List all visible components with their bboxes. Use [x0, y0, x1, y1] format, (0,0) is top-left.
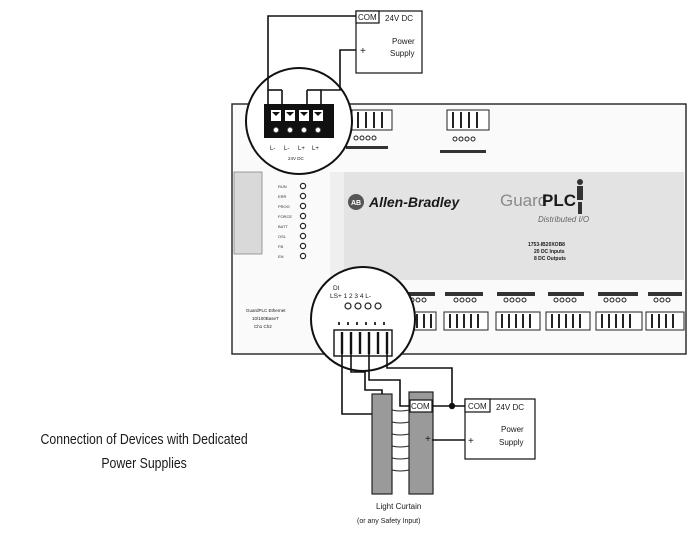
power-pin-1: L-: [270, 146, 275, 152]
ethernet-label-3: Ch1 Ch2: [254, 324, 272, 329]
led-label-err: ERR: [278, 194, 287, 199]
light-curtain-name: Light Curtain: [376, 502, 421, 511]
led-label-prog: PROG: [278, 204, 290, 209]
di-terminal-block: [333, 329, 393, 357]
bottom-supply-name-2: Supply: [499, 438, 523, 447]
di-label-1: DI: [333, 285, 340, 292]
plc-brand: Allen-Bradley: [368, 194, 460, 210]
light-curtain: Light Curtain (or any Safety Input) COM …: [357, 391, 434, 525]
caption-line-2: Power Supplies: [101, 455, 187, 472]
plc-product-bold: PLC: [542, 191, 576, 210]
led-label-fb: FB: [278, 244, 283, 249]
top-power-supply: COM 24V DC + Power Supply: [355, 10, 423, 74]
led-indicator-icon: [299, 222, 307, 230]
led-indicator-icon: [299, 252, 307, 260]
led-indicator-icon: [299, 232, 307, 240]
led-label-osl: OSL: [278, 234, 287, 239]
bottom-io-wires: [341, 354, 465, 441]
junction-dot-icon: [448, 402, 456, 410]
power-voltage-label: 24V DC: [288, 156, 305, 161]
plc-product-sub: Distributed I/O: [538, 215, 589, 224]
top-power-wires: [267, 15, 356, 106]
ethernet-label-1: GuardPLC Ethernet: [246, 308, 286, 313]
led-label-en: EN: [278, 254, 284, 259]
led-indicator-icon: [299, 242, 307, 250]
side-panel: [233, 171, 263, 255]
top-terminal-block-1: [346, 109, 393, 149]
bottom-supply-plus: +: [468, 436, 474, 447]
curtain-com: COM: [411, 402, 430, 411]
led-column: RUN ERR PROG FORCE BATT OSL FB EN: [278, 182, 307, 260]
power-pin-4: L+: [312, 146, 319, 152]
led-label-run: RUN: [278, 184, 287, 189]
di-label-2: LS+ 1 2 3 4 L-: [330, 293, 371, 300]
io-terminal-block-c: [495, 292, 541, 331]
led-indicator-icon: [299, 182, 307, 190]
brand-band: [340, 172, 684, 280]
led-indicator-icon: [299, 202, 307, 210]
di-connector-zoom: DI LS+ 1 2 3 4 L-: [310, 266, 416, 372]
led-label-force: FORCE: [278, 214, 292, 219]
plc-model-line-1: 1753-IB20XOB8: [528, 242, 565, 248]
top-supply-plus: +: [360, 46, 366, 57]
ethernet-label-2: 10/100BaseT: [252, 316, 279, 321]
power-pin-2: L-: [284, 146, 289, 152]
bottom-supply-voltage: 24V DC: [496, 403, 524, 412]
svg-text:AB: AB: [351, 200, 361, 207]
figure-caption: Connection of Devices with Dedicated Pow…: [25, 428, 263, 476]
bottom-power-supply: COM 24V DC + Power Supply: [464, 398, 536, 460]
io-terminal-block-f: [645, 292, 685, 331]
top-terminal-block-2: [440, 109, 490, 153]
io-terminal-block-d: [545, 292, 591, 331]
ab-logo-icon: [348, 194, 364, 210]
led-label-batt: BATT: [278, 224, 288, 229]
light-curtain-emitter: [371, 393, 393, 495]
led-indicator-icon: [299, 212, 307, 220]
plc-module: AB Allen-Bradley Guard PLC Distributed I…: [231, 103, 687, 355]
power-connector-zoom: L- L- L+ L+ 24V DC: [245, 67, 353, 175]
plc-product-light: Guard: [500, 191, 547, 210]
top-supply-name-2: Supply: [390, 49, 414, 58]
plc-model-line-2: 20 DC Inputs: [534, 249, 565, 255]
top-supply-com: COM: [358, 13, 377, 22]
bottom-supply-com: COM: [468, 402, 487, 411]
top-supply-voltage: 24V DC: [385, 14, 413, 23]
led-indicator-icon: [299, 192, 307, 200]
top-supply-name-1: Power: [392, 37, 415, 46]
caption-line-1: Connection of Devices with Dedicated: [40, 431, 248, 448]
light-curtain-sub: (or any Safety Input): [357, 518, 420, 525]
power-pin-3: L+: [298, 146, 305, 152]
plc-model-line-3: 8 DC Outputs: [534, 256, 566, 262]
io-terminal-block-e: [595, 292, 643, 331]
io-terminal-block-b: [443, 292, 489, 331]
curtain-plus: +: [425, 434, 431, 445]
bottom-supply-name-1: Power: [501, 425, 524, 434]
